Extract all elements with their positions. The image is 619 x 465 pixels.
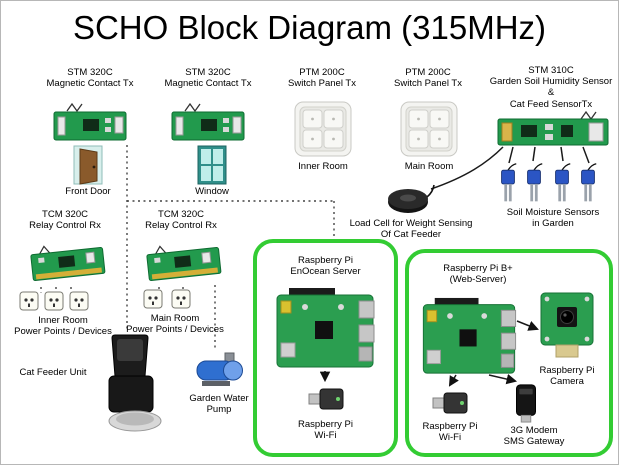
soil-sensors-label: Soil Moisture Sensors in Garden: [491, 207, 615, 229]
node-line: SMS Gateway: [503, 436, 565, 448]
node-line: Soil Moisture Sensors: [506, 207, 600, 218]
tcm320c-inner-label: TCM 320C Relay Control Rx: [11, 209, 119, 231]
raspberry-pi-board-icon: [276, 287, 375, 368]
node-line: Raspberry Pi B+: [443, 263, 513, 274]
node-line: Of Cat Feeder: [380, 229, 442, 241]
window-icon: [197, 145, 227, 185]
power-socket-icon: [69, 291, 89, 311]
main-room-label: Main Room: [404, 161, 454, 172]
switch-panel-icon: [294, 101, 352, 157]
enocean-wifi-label: Raspberry Pi Wi-Fi: [257, 419, 394, 441]
wifi-dongle-icon: [432, 392, 468, 414]
node-subtitle: Switch Panel Tx: [394, 78, 462, 90]
node-line: Power Points / Devices: [126, 324, 224, 336]
node-line: &: [547, 87, 555, 99]
tcm320c-module-icon: [29, 239, 106, 282]
main-power-label: Main Room Power Points / Devices: [113, 313, 237, 335]
node-line: Garden Water: [189, 393, 249, 404]
node-subtitle: Magnetic Contact Tx: [46, 78, 134, 90]
switch-panel-icon: [400, 101, 458, 157]
power-socket-icon: [19, 291, 39, 311]
soil-moisture-probe-icon: [500, 163, 517, 203]
node-line: Cat Feed SensorTx: [509, 98, 593, 110]
node-line: Garden Soil Humidity Sensor: [489, 76, 613, 88]
camera-label: Raspberry Pi Camera: [527, 365, 607, 387]
node-line: Wi-Fi: [438, 432, 462, 444]
load-cell-label: Load Cell for Weight Sensing Of Cat Feed…: [339, 218, 483, 240]
web-server-label: Raspberry Pi B+ (Web-Server): [411, 263, 545, 285]
node-line: Camera: [550, 376, 584, 388]
node-line: 3G Modem: [510, 425, 558, 436]
cat-feeder-icon: [108, 334, 162, 432]
node-title: TCM 320C: [42, 209, 88, 220]
node-subtitle: Relay Control Rx: [145, 220, 217, 232]
web-server-box: Raspberry Pi B+ (Web-Server) Raspberry P…: [405, 249, 613, 457]
node-line: EnOcean Server: [290, 266, 361, 278]
window-label: Window: [195, 186, 229, 197]
web-wifi-label: Raspberry Pi Wi-Fi: [409, 421, 491, 443]
node-line: Load Cell for Weight Sensing: [349, 218, 473, 229]
water-pump-icon: [196, 352, 243, 387]
wifi-dongle-icon: [308, 388, 344, 410]
stm310c-module-icon: [497, 111, 609, 146]
node-line: Main Room: [150, 313, 200, 324]
power-socket-icon: [171, 289, 191, 309]
water-pump-label: Garden Water Pump: [171, 393, 267, 415]
node-line: Inner Room: [38, 315, 88, 326]
node-line: Raspberry Pi: [539, 365, 595, 376]
raspberry-pi-camera-icon: [540, 292, 594, 358]
inner-room-label: Inner Room: [298, 161, 348, 172]
node-line: Raspberry Pi: [422, 421, 478, 432]
front-door-label: Front Door: [65, 186, 111, 197]
node-line: Power Points / Devices: [14, 326, 112, 338]
node-title: TCM 320C: [158, 209, 204, 220]
node-line: (Web-Server): [449, 274, 507, 286]
node-subtitle: Magnetic Contact Tx: [164, 78, 252, 90]
soil-moisture-probe-icon: [526, 163, 543, 203]
cat-feeder-label: Cat Feeder Unit: [19, 367, 87, 378]
node-line: Raspberry Pi: [298, 419, 353, 430]
tcm320c-module-icon: [145, 239, 222, 282]
node-line: in Garden: [532, 218, 574, 230]
node-line: Raspberry Pi: [298, 255, 353, 266]
load-cell-icon: [387, 184, 435, 214]
node-line: Pump: [206, 404, 232, 416]
node-title: STM 310C: [528, 65, 574, 76]
diagram-title: SCHO Block Diagram (315MHz): [72, 9, 547, 46]
ptm200c-inner-label: PTM 200C Switch Panel Tx: [261, 67, 383, 89]
modem-label: 3G Modem SMS Gateway: [489, 425, 579, 447]
raspberry-pi-bplus-board-icon: [422, 297, 517, 374]
power-socket-icon: [44, 291, 64, 311]
node-line: Wi-Fi: [314, 430, 337, 442]
stm320c-module-icon: [53, 103, 127, 141]
node-title: PTM 200C: [405, 67, 451, 78]
front-door-icon: [73, 145, 103, 185]
stm320c-front-door-label: STM 320C Magnetic Contact Tx: [29, 67, 151, 89]
soil-moisture-probe-icon: [554, 163, 571, 203]
3g-modem-icon: [515, 384, 537, 423]
stm310c-label: STM 310C Garden Soil Humidity Sensor & C…: [486, 65, 616, 110]
node-title: PTM 200C: [299, 67, 345, 78]
inner-power-label: Inner Room Power Points / Devices: [1, 315, 125, 337]
tcm320c-main-label: TCM 320C Relay Control Rx: [127, 209, 235, 231]
ptm200c-main-label: PTM 200C Switch Panel Tx: [367, 67, 489, 89]
stm320c-window-label: STM 320C Magnetic Contact Tx: [147, 67, 269, 89]
enocean-server-label: Raspberry Pi EnOcean Server: [257, 255, 394, 277]
stm320c-module-icon: [171, 103, 245, 141]
node-subtitle: Switch Panel Tx: [288, 78, 356, 90]
power-socket-icon: [143, 289, 163, 309]
enocean-server-box: Raspberry Pi EnOcean Server Raspberry Pi…: [253, 239, 398, 457]
soil-moisture-probe-icon: [580, 163, 597, 203]
node-title: STM 320C: [185, 67, 231, 78]
node-title: STM 320C: [67, 67, 113, 78]
node-subtitle: Relay Control Rx: [29, 220, 101, 232]
